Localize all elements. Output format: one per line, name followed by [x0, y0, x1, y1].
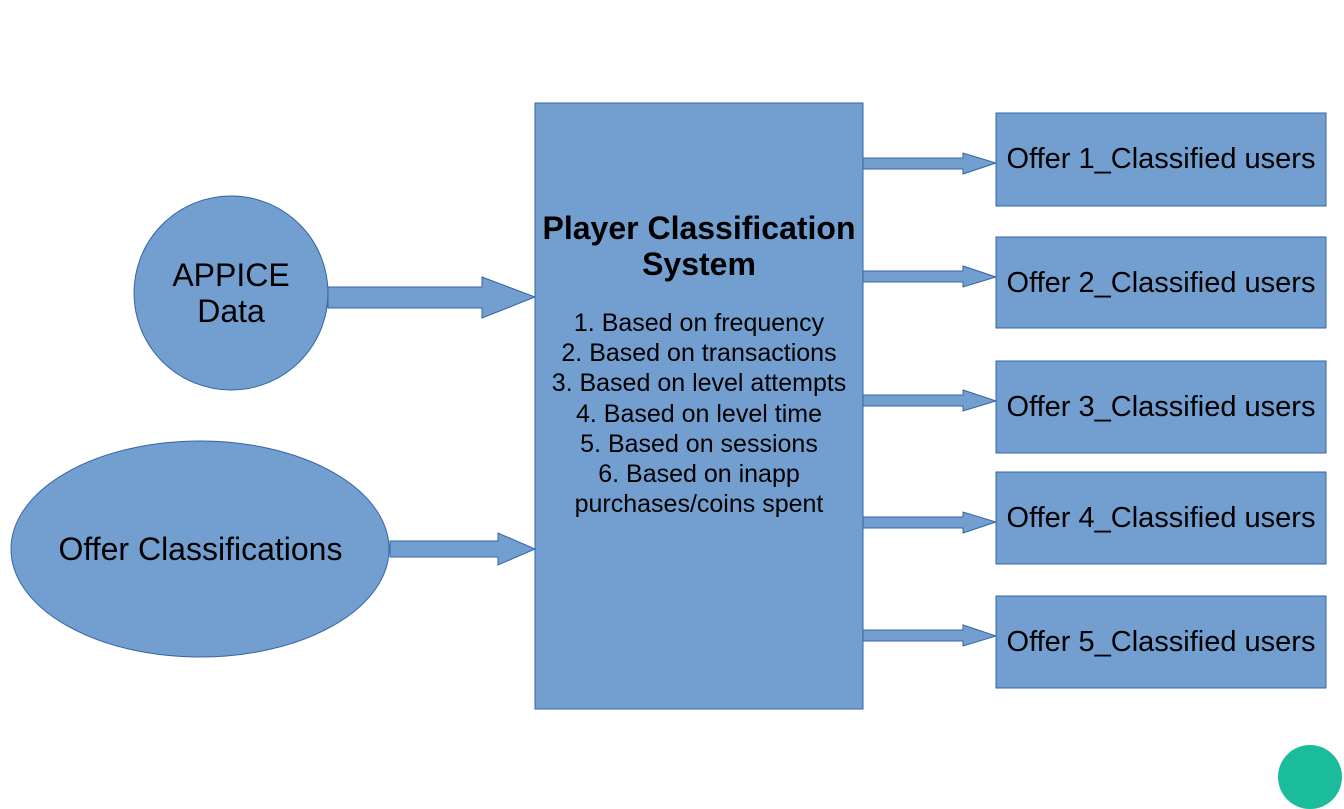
offer-4-label: Offer 4_Classified users: [1006, 502, 1316, 534]
offer-1-box: [995, 112, 1327, 207]
criteria-item: 3. Based on level attempts: [551, 369, 847, 398]
offer-2-box: [995, 236, 1327, 329]
system-title-line1: Player Classification: [542, 210, 856, 246]
criteria-item: 5. Based on sessions: [580, 429, 818, 458]
arrow-to-offer-2: [862, 265, 998, 288]
offer-1-label: Offer 1_Classified users: [1006, 143, 1316, 175]
criteria-item: 6. Based on inapp: [598, 460, 800, 489]
offer-3-box: [995, 360, 1327, 454]
criteria-item: 2. Based on transactions: [561, 339, 837, 368]
offer-2-label: Offer 2_Classified users: [1006, 267, 1316, 299]
appice-label-line2: Data: [197, 293, 265, 329]
offer-classifications-label: Offer Classifications: [58, 531, 343, 567]
offer-4-box: [995, 471, 1327, 565]
system-title-line2: System: [642, 246, 756, 282]
criteria-item: 4. Based on level time: [576, 399, 822, 428]
flow-diagram: [10, 102, 1327, 710]
offer-classifications-node: [10, 440, 390, 658]
arrow-appice-to-system: [327, 276, 537, 319]
system-title: Player Classification System: [535, 210, 863, 282]
criteria-item: 1. Based on frequency: [573, 309, 825, 337]
arrow-to-offer-3: [862, 389, 998, 412]
arrow-to-offer-4: [862, 511, 998, 534]
appice-data-label: APPICE Data: [134, 196, 328, 390]
appice-label-line1: APPICE: [172, 257, 290, 293]
offer-3-label: Offer 3_Classified users: [1006, 391, 1316, 423]
player-classification-system-box: [534, 102, 864, 710]
arrow-to-offer-5: [862, 624, 998, 647]
offer-5-box: [995, 595, 1327, 689]
classification-criteria-list: 1. Based on frequency 2. Based on transa…: [535, 308, 863, 519]
arrow-offers-to-system: [389, 532, 537, 566]
criteria-item: purchases/coins spent: [574, 490, 824, 519]
arrow-to-offer-1: [862, 152, 998, 175]
system-box-text: Player Classification System 1. Based on…: [535, 210, 863, 519]
corner-badge[interactable]: [1278, 745, 1342, 809]
offer-5-label: Offer 5_Classified users: [1006, 626, 1316, 658]
